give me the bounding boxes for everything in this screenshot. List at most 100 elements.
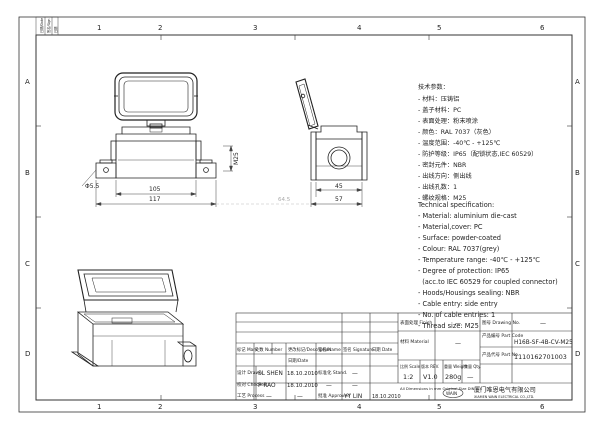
- part-code-label: 产品编号 Part Code: [482, 332, 523, 339]
- tech-spec-en: Technical specification: - Material: alu…: [417, 201, 558, 330]
- dim-depth-outer: 57: [335, 196, 343, 203]
- grid-top-4: 4: [357, 24, 362, 32]
- corner-stamp-text-1: 日期/Date: [39, 18, 44, 33]
- tech-cn-5: - 温度范围：-40℃ - +125℃: [418, 139, 500, 147]
- number-label: 处数 Number: [255, 346, 282, 353]
- side-view: [295, 78, 368, 181]
- dim-thread: M25: [233, 152, 240, 165]
- row-process-date: —: [297, 394, 303, 400]
- dim-depth-inner: 45: [335, 183, 343, 190]
- qty-value: —: [467, 373, 474, 381]
- grid-labels-top: 1 2 3 4 5 6: [97, 24, 545, 32]
- scale-value: 1:2: [403, 373, 413, 381]
- tech-en-9: - No. of cable entries: 1: [418, 311, 495, 319]
- grid-top-5: 5: [437, 24, 441, 32]
- grid-left-c: C: [25, 260, 30, 268]
- grid-labels-bottom: 1 2 3 4 5 6: [97, 403, 545, 411]
- part-no-label: 产品代号 Part No.: [482, 351, 519, 358]
- tech-en-3: - Colour: RAL 7037(grey): [418, 245, 499, 253]
- tech-en-title: Technical specification:: [417, 201, 494, 209]
- row-process-check-value: YY LIN: [343, 394, 362, 400]
- finish-label: 表面处理 Finish: [400, 319, 432, 326]
- dim-width-outer: 117: [149, 196, 161, 203]
- row-process-name: —: [266, 394, 272, 400]
- material-label: 材料 Material: [400, 338, 429, 345]
- qty-label: 数量 Qty.: [464, 363, 481, 369]
- tech-cn-2: - 盖子材料：PC: [418, 106, 461, 114]
- company-cn: 厦门唯恩电气有限公司: [474, 386, 536, 394]
- tech-cn-4: - 颜色：RAL 7037（灰色）: [418, 128, 495, 136]
- row-process-check-date: 18.10.2010: [372, 394, 401, 400]
- logo-text: WAIN: [446, 391, 457, 396]
- mark-label: 标记 Mark: [237, 346, 258, 353]
- tech-cn-10: - 螺纹规格：M25: [418, 194, 466, 202]
- weight-label: 重量 Weight: [444, 363, 468, 369]
- grid-right-d: D: [575, 350, 580, 358]
- row-drawn-date: 18.10.2010: [287, 371, 318, 377]
- corner-stamp-text-3: 日期: [53, 27, 58, 33]
- row-checked-name: P RAO: [258, 383, 276, 389]
- grid-top-3: 3: [253, 24, 257, 32]
- dim-hole: Φ5.5: [85, 183, 99, 190]
- grid-bottom-3: 3: [253, 403, 257, 411]
- tech-cn-6: - 防护等级：IP65（配锁状态,IEC 60529）: [418, 150, 537, 158]
- grid-bottom-1: 1: [97, 403, 101, 411]
- tech-en-5: - Degree of protection: IP65: [418, 267, 509, 275]
- rev-label: 版本 REV.: [421, 363, 439, 369]
- desc-label: 更改标记/Description: [288, 346, 331, 353]
- grid-right-c: C: [575, 260, 580, 268]
- scale-label: 比例 Scale: [400, 363, 421, 369]
- tech-cn-0: 技术参数：: [418, 83, 449, 91]
- tech-en-0: - Material: aluminium die-cast: [418, 212, 517, 220]
- tech-en-4: - Temperature range: -40℃ - +125℃: [418, 256, 540, 264]
- tech-en-7: - Hoods/Housings sealing: NBR: [418, 289, 520, 297]
- tech-cn-9: - 出线孔数：1: [418, 183, 457, 191]
- grid-bottom-6: 6: [540, 403, 545, 411]
- grid-labels-left: A B C D: [25, 78, 30, 358]
- drawing-no-label: 图号 Drawing No.: [482, 320, 520, 326]
- rev-value: V1.0: [423, 373, 438, 381]
- row-drawn-name: SL SHEN: [258, 371, 283, 377]
- grid-ticks: [36, 35, 572, 400]
- front-view: [95, 72, 217, 179]
- corner-stamp-text-2: 签名/Sign: [46, 19, 51, 33]
- company-en: XIAMEN WAIN ELECTRICAL CO.,LTD.: [474, 395, 534, 399]
- grid-left-d: D: [25, 350, 30, 358]
- grid-bottom-2: 2: [158, 403, 162, 411]
- dim-faint: 64.5: [278, 197, 291, 203]
- tech-en-6: (acc.to IEC 60529 for coupled connector): [418, 278, 558, 286]
- grid-left-a: A: [25, 78, 30, 86]
- grid-left-b: B: [25, 169, 30, 177]
- tech-en-1: - Material,cover: PC: [418, 223, 483, 231]
- tech-cn-8: - 出线方向：侧出线: [418, 172, 472, 180]
- grid-labels-right: A B C D: [575, 78, 580, 358]
- tech-en-10: - Thread size: M25: [418, 322, 479, 330]
- title-block-text: 表面处理 Finish — 图号 Drawing No. — 材料 Materi…: [237, 319, 573, 400]
- company-logo: WAIN: [442, 388, 464, 398]
- title-block: [235, 312, 573, 401]
- row-process-check: 批准 Approved: [318, 392, 350, 399]
- grid-bottom-4: 4: [357, 403, 362, 411]
- date-label: 日期/Date: [288, 358, 309, 364]
- row-drawn-check: 标准化 Stand.: [318, 369, 347, 376]
- row-checked-check: —: [326, 383, 332, 389]
- tech-cn-3: - 表面处理：粉末喷涂: [418, 117, 478, 125]
- grid-top-2: 2: [158, 24, 162, 32]
- side-dimensions: [310, 182, 363, 207]
- date2-label: 日期 Date: [372, 347, 393, 353]
- tech-cn-7: - 密封元件：NBR: [418, 161, 467, 169]
- part-no-value: 1110162701003: [514, 353, 567, 361]
- name-label: 签名/Name: [318, 346, 341, 353]
- isometric-view: [70, 269, 197, 367]
- signature-label: 签名 Signature: [343, 346, 374, 353]
- grid-right-b: B: [575, 169, 580, 177]
- tech-spec-cn: 技术参数： - 材料：压铸铝 - 盖子材料：PC - 表面处理：粉末喷涂 - 颜…: [418, 83, 537, 202]
- outer-frame: [18, 16, 586, 413]
- front-dimensions: [81, 145, 310, 207]
- row-drawn-role: 设计 Drawn: [237, 369, 262, 376]
- grid-top-1: 1: [97, 24, 101, 32]
- tech-en-8: - Cable entry: side entry: [418, 300, 498, 308]
- tech-en-2: - Surface: powder-coated: [418, 234, 501, 242]
